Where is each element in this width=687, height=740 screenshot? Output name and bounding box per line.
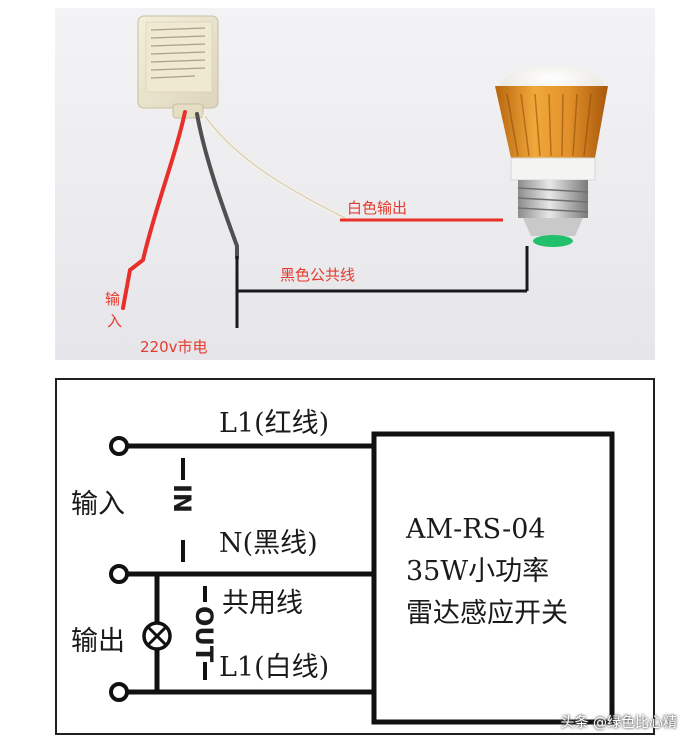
out-marker: OUT [190,586,218,680]
label-input-char-1: 输 [105,290,120,308]
red-input-wire [121,110,187,310]
lamp-icon [142,621,172,651]
label-mains: 220v市电 [140,338,208,356]
label-in-vertical: IN [168,484,196,513]
label-n-black: N(黑线) [219,528,318,559]
label-black-common: 黑色公共线 [280,266,355,284]
label-input-char-2: 入 [107,312,122,330]
label-white-output: 白色输出 [347,199,407,217]
watermark: 头条 @绿色比心精 [560,715,677,731]
wiring-diagram: IN OUT L1(红线) 输入 N(黑线) 共用线 输出 L1(白线) AM-… [55,378,655,735]
label-output: 输出 [71,626,125,657]
module-box [371,431,615,725]
wiring-diagram-drawing: IN OUT L1(红线) 输入 N(黑线) 共用线 输出 L1(白线) AM-… [71,408,615,725]
wiring-photo: 白色输出 黑色公共线 输 入 220v市电 [55,8,655,360]
sensor-module [137,15,219,119]
led-bulb [495,66,608,247]
label-out-vertical: OUT [190,606,218,663]
module-desc: 雷达感应开关 [406,598,568,629]
label-common: 共用线 [222,588,303,619]
module-power: 35W小功率 [406,556,549,587]
label-l1-red: L1(红线) [219,408,329,439]
module-model: AM-RS-04 [405,514,546,545]
white-wire-photo [202,113,348,221]
black-wire-photo [195,112,239,260]
label-input: 输入 [71,489,125,520]
in-marker: IN [168,458,196,562]
terminal-l1 [109,436,129,456]
terminal-out [109,682,129,702]
label-l1-white: L1(白线) [219,652,329,683]
wiring-photo-drawing: 白色输出 黑色公共线 输 入 220v市电 [105,15,608,356]
terminal-n [109,564,129,584]
